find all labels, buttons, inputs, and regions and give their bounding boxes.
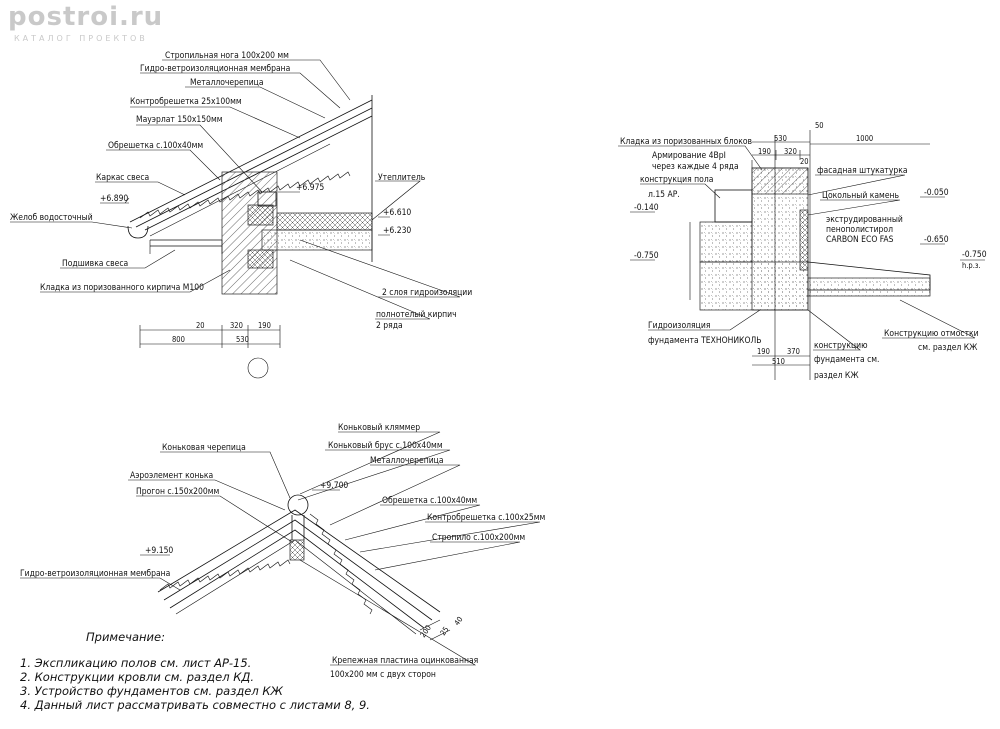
eaves-label-0: Стропильная нога 100х200 мм: [165, 51, 289, 61]
plinth-label-7: экструдированный: [826, 215, 903, 225]
eaves-label-1: Гидро-ветроизоляционная мембрана: [140, 63, 290, 74]
ridge-label-11: 100х200 мм с двух сторон: [330, 670, 436, 680]
ridge-label-2: Коньковый брус с.100х40мм: [328, 440, 443, 451]
eaves-label-7: Желоб водосточный: [10, 212, 93, 223]
plinth-level-1: -0.750: [634, 251, 659, 261]
eaves-dim-1: 320: [230, 321, 243, 330]
plinth-label-4: л.15 АР.: [648, 190, 680, 200]
plinth-level-3: -0.650: [924, 235, 949, 245]
note-item-2: 2. Конструкции кровли см. раздел КД.: [20, 670, 254, 684]
plinth-label-14: раздел КЖ: [814, 371, 859, 381]
eaves-label-13: 2 ряда: [376, 321, 403, 331]
note-item-3: 3. Устройство фундаментов см. раздел КЖ: [20, 684, 283, 698]
ridge-label-4: Аэроэлемент конька: [130, 471, 213, 481]
plinth-label-13: фундамента см.: [814, 355, 879, 365]
eaves-label-9: Кладка из поризованного кирпича М100: [40, 283, 204, 293]
ridge-label-3: Металлочерепица: [370, 456, 444, 466]
ridge-label-1: Коньковая черепица: [162, 443, 246, 453]
plinth-dim-5: 20: [800, 157, 809, 166]
eaves-dim-3: 800: [172, 335, 185, 344]
plinth-level-4: -0.750: [962, 250, 987, 260]
plinth-label-15: Конструкцию отмостки: [884, 329, 979, 339]
eaves-label-3: Контробрешетка 25х100мм: [130, 96, 242, 107]
eaves-detail: Стропильная нога 100х200 мм Гидро-ветрои…: [10, 51, 472, 379]
ridge-level-0: +9.700: [320, 481, 348, 491]
eaves-dim-0: 20: [196, 321, 205, 330]
plinth-dim-7: 370: [787, 347, 800, 356]
eaves-label-2: Металлочерепица: [190, 78, 264, 88]
watermark: postroi.ru КАТАЛОГ ПРОЕКТОВ: [8, 2, 164, 43]
plinth-detail: Кладка из поризованных блоков Армировани…: [618, 121, 987, 381]
plinth-level-0: -0.140: [634, 203, 659, 213]
watermark-subtitle: КАТАЛОГ ПРОЕКТОВ: [14, 34, 148, 43]
eaves-dim-2: 190: [258, 321, 271, 330]
eaves-level-1: +6.975: [296, 183, 324, 193]
ridge-label-8: Стропило с.100х200мм: [432, 533, 525, 543]
eaves-label-5: Обрешетка с.100х40мм: [108, 140, 203, 151]
eaves-level-3: +6.230: [383, 226, 411, 236]
eaves-label-10: Утеплитель: [378, 173, 426, 183]
notes-title: Примечание:: [86, 630, 165, 644]
plinth-level-5: h.р.з.: [962, 261, 981, 270]
plinth-label-11: фундамента ТЕХНОНИКОЛЬ: [648, 336, 762, 346]
plinth-label-10: Гидроизоляция: [648, 321, 710, 331]
ridge-label-7: Контробрешетка с.100х25мм: [427, 512, 546, 523]
plinth-label-1: Армирование 4ВрI: [652, 151, 726, 161]
eaves-label-12: полнотелый кирпич: [376, 310, 457, 320]
plinth-dim-0: 50: [815, 121, 824, 130]
eaves-dim-4: 530: [236, 335, 249, 344]
plinth-label-5: фасадная штукатурка: [817, 166, 908, 176]
plinth-dim-2: 530: [774, 134, 787, 143]
plinth-dim-3: 190: [758, 147, 771, 156]
plinth-dim-8: 510: [772, 357, 785, 366]
note-item-1: 1. Экспликацию полов см. лист АР-15.: [20, 656, 252, 670]
plinth-label-6: Цокольный камень: [822, 191, 900, 201]
note-item-4: 4. Данный лист рассматривать совместно с…: [20, 698, 370, 712]
plinth-label-12: конструкцию: [814, 341, 868, 351]
eaves-label-4: Мауэрлат 150х150мм: [136, 115, 223, 125]
eaves-label-11: 2 слоя гидроизоляции: [382, 288, 472, 298]
ridge-detail: Коньковый кляммер Коньковая черепица Кон…: [20, 423, 546, 680]
plinth-dim-6: 190: [757, 347, 770, 356]
plinth-dim-4: 320: [784, 147, 797, 156]
ridge-level-1: +9.150: [145, 546, 173, 556]
ridge-label-10: Крепежная пластина оцинкованная: [332, 656, 478, 666]
plinth-label-2: через каждые 4 ряда: [652, 162, 739, 172]
plinth-level-2: -0.050: [924, 188, 949, 198]
plinth-label-3: конструкция пола: [640, 175, 713, 185]
plinth-label-8: пенополистирол: [826, 225, 893, 235]
plinth-label-16: см. раздел КЖ: [918, 343, 978, 353]
watermark-logo: postroi.ru: [8, 2, 164, 32]
plinth-label-9: CARBON ECO FAS: [826, 235, 894, 245]
eaves-level-2: +6.610: [383, 208, 411, 218]
eaves-level-0: +6.890: [100, 194, 128, 204]
ridge-dim-1: 25: [438, 625, 450, 637]
ridge-label-0: Коньковый кляммер: [338, 423, 420, 433]
ridge-dim-2: 40: [452, 615, 464, 627]
plinth-label-0: Кладка из поризованных блоков: [620, 136, 753, 147]
plinth-dim-1: 1000: [856, 134, 873, 143]
ridge-label-5: Прогон с.150х200мм: [136, 487, 220, 497]
ridge-label-6: Обрешетка с.100х40мм: [382, 495, 477, 506]
eaves-label-8: Подшивка свеса: [62, 259, 128, 269]
eaves-label-6: Каркас свеса: [96, 173, 149, 183]
ridge-label-9: Гидро-ветроизоляционная мембрана: [20, 568, 170, 579]
